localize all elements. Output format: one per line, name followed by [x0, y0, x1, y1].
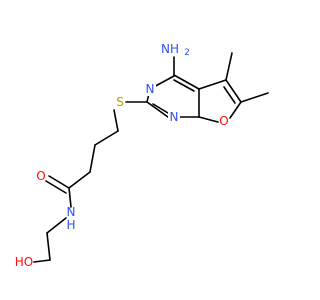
- bond-ch2b-ch2c: [89, 144, 96, 173]
- molecule-structure: NH 2 N N O S O N H HO: [15, 42, 269, 269]
- bond-c2-n1: [146, 101, 169, 118]
- atom-hydroxyl: HO: [15, 255, 33, 269]
- atom-amine-n: NH: [161, 42, 179, 56]
- atom-carbonyl-o: O: [36, 169, 45, 183]
- bond-ch2a-ch2b: [94, 130, 119, 146]
- bond-c5-c6: [225, 79, 242, 103]
- bond-carbonyl-n: [68, 187, 72, 208]
- atom-thioether-s: S: [116, 95, 124, 109]
- bond-carbonyl-o-double: [45, 180, 67, 194]
- bond-layer: [33, 52, 269, 263]
- atom-amine-h2: 2: [184, 48, 190, 58]
- atom-amide-h: H: [66, 218, 75, 232]
- bond-c4a-c4-double: [173, 79, 195, 92]
- bond-ch2d-ch2e: [46, 232, 51, 261]
- bond-n-ch2d: [46, 217, 67, 234]
- bond-ch2c-carbonyl: [68, 171, 91, 189]
- bond-c5-methyl: [225, 52, 233, 81]
- bond-carbonyl-o: [48, 175, 70, 189]
- atom-furan-o: O: [219, 114, 228, 128]
- atom-label-layer: NH 2 N N O S O N H HO: [15, 42, 229, 269]
- atom-ring-n1: N: [146, 82, 155, 96]
- atom-amide-n: N: [67, 205, 76, 219]
- bond-c5-c6-double: [223, 86, 236, 104]
- atom-ring-n2-bg: [168, 110, 180, 124]
- bond-s-ch2a: [113, 109, 119, 132]
- bond-ch2e-oh: [33, 259, 51, 263]
- bond-c4a-c4: [173, 74, 200, 90]
- bond-o7-c7a: [198, 116, 219, 123]
- atom-ring-n2: N: [170, 110, 179, 124]
- bond-c4a-c5: [198, 79, 227, 90]
- atom-ring-n1-bg: [144, 82, 156, 96]
- bond-c6-methyl: [240, 92, 269, 103]
- bond-c2-n1-double: [152, 103, 169, 114]
- bond-c6-o7: [229, 101, 242, 119]
